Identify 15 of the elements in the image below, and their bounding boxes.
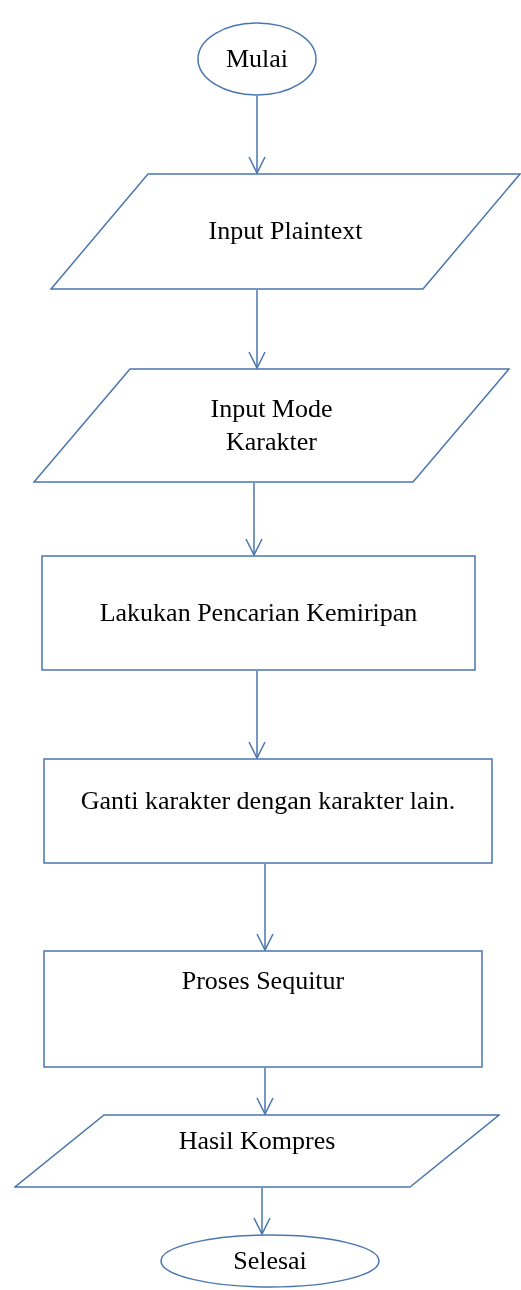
node-label: Lakukan Pencarian Kemiripan — [99, 596, 418, 629]
node-label: Proses Sequitur — [181, 964, 345, 997]
arrow — [248, 95, 266, 174]
arrow — [248, 289, 266, 369]
node-label: Mulai — [225, 42, 289, 75]
arrow — [253, 1187, 271, 1235]
node-label: Selesai — [233, 1244, 307, 1277]
arrow — [248, 670, 266, 759]
node-label: Hasil Kompres — [178, 1124, 336, 1157]
arrow — [256, 863, 274, 951]
arrow — [256, 1067, 274, 1115]
arrow — [245, 482, 263, 556]
node-label: Input Mode Karakter — [209, 393, 334, 458]
node-label: Ganti karakter dengan karakter lain. — [80, 784, 456, 817]
node-label: Input Plaintext — [208, 215, 363, 248]
